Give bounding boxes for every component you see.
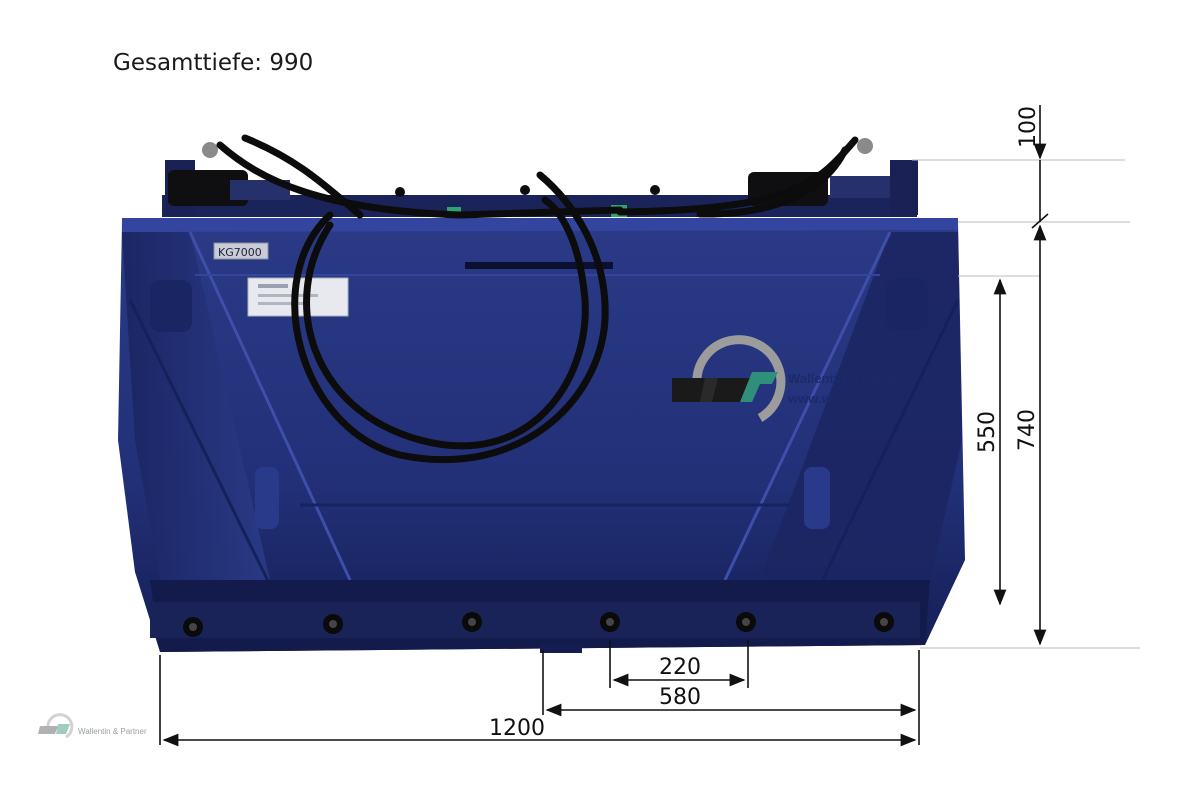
dimension-label-550: 550	[975, 411, 1000, 453]
bucket-body	[118, 218, 965, 653]
dimension-label-100: 100	[1016, 106, 1041, 148]
dimension-label-220: 220	[659, 655, 701, 680]
total-depth-caption: Gesamttiefe: 990	[113, 50, 314, 76]
brand-url: www.wupodo.de	[788, 391, 891, 406]
model-plate	[213, 242, 269, 260]
watermark-logo	[38, 713, 74, 739]
dimension-label-1200: 1200	[489, 716, 545, 741]
brand-name: Wallentin & Partner	[788, 371, 908, 386]
dimension-label-580: 580	[659, 685, 701, 710]
brand-logo	[672, 335, 786, 422]
hydraulic-hoses	[216, 134, 859, 464]
watermark-text: Wallentin & Partner	[78, 727, 147, 736]
dimension-label-740: 740	[1015, 409, 1040, 451]
dimension-lines	[159, 105, 1140, 747]
model-plate-text: KG7000	[218, 246, 262, 259]
